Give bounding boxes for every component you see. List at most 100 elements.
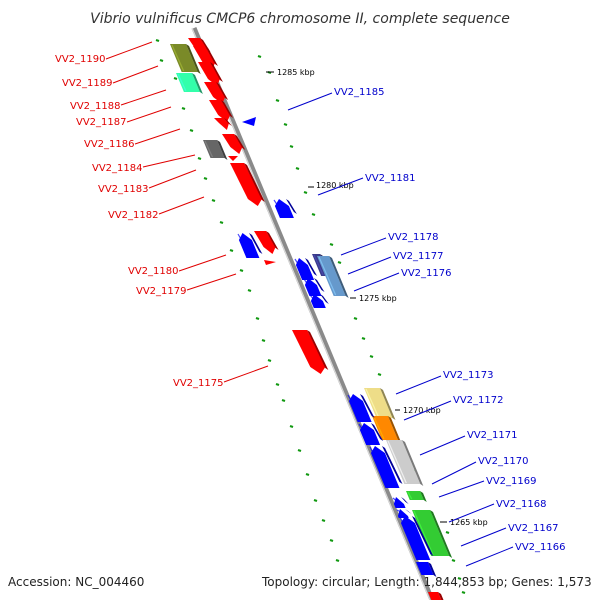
kbp-label: 1275 kbp: [359, 294, 397, 303]
right-gene-labels: VV2_1185 VV2_1181 VV2_1178 VV2_1177 VV2_…: [287, 87, 566, 567]
gc-tick: [261, 338, 266, 343]
gene-khaki[interactable]: [364, 388, 396, 420]
gene-olive[interactable]: [170, 44, 201, 74]
gene-red[interactable]: [204, 82, 229, 104]
gene-label[interactable]: VV2_1184: [92, 163, 143, 174]
gene-blue[interactable]: [237, 233, 263, 258]
gc-tick: [445, 530, 450, 535]
gc-tick: [283, 122, 288, 127]
gc-tick: [329, 538, 334, 543]
gene-blue[interactable]: [273, 199, 297, 218]
gene-red[interactable]: [230, 163, 265, 206]
gene-label[interactable]: VV2_1181: [365, 173, 416, 184]
gene-label[interactable]: VV2_1178: [388, 232, 439, 243]
gene-blue[interactable]: [358, 423, 384, 445]
gene-red[interactable]: [198, 62, 223, 86]
gene-green[interactable]: [412, 510, 453, 558]
gene-green[interactable]: [406, 491, 427, 502]
gc-tick: [289, 424, 294, 429]
gc-tick: [239, 268, 244, 273]
gene-aqua[interactable]: [176, 73, 203, 94]
gene-blue[interactable]: [294, 258, 318, 280]
gene-blue[interactable]: [399, 516, 434, 560]
gene-label[interactable]: VV2_1167: [508, 523, 559, 534]
gene-label[interactable]: VV2_1176: [401, 268, 452, 279]
gc-tick: [461, 590, 466, 595]
gc-tick: [303, 190, 308, 195]
gene-blue[interactable]: [369, 446, 403, 488]
gc-tick: [229, 248, 234, 253]
gene-label[interactable]: VV2_1175: [173, 378, 224, 389]
gene-label[interactable]: VV2_1168: [496, 499, 547, 510]
gene-label[interactable]: VV2_1172: [453, 395, 504, 406]
gene-blue[interactable]: [303, 278, 325, 296]
gene-label[interactable]: VV2_1188: [70, 101, 121, 112]
gc-tick: [311, 212, 316, 217]
gene-label[interactable]: VV2_1182: [108, 210, 159, 221]
gc-tick: [321, 518, 326, 523]
kbp-label: 1280 kbp: [316, 181, 354, 190]
gene-label[interactable]: VV2_1166: [515, 542, 566, 553]
gene-blue[interactable]: [392, 497, 409, 508]
gc-tick: [181, 106, 186, 111]
gene-orange[interactable]: [372, 416, 401, 442]
kbp-label: 1270 kbp: [403, 406, 441, 415]
gene-label[interactable]: VV2_1177: [393, 251, 444, 262]
gc-tick: [369, 354, 374, 359]
gene-label[interactable]: VV2_1185: [334, 87, 385, 98]
gene-red[interactable]: [214, 118, 232, 130]
gene-red-small[interactable]: [264, 260, 276, 265]
gc-tick: [305, 472, 310, 477]
gene-label[interactable]: VV2_1169: [486, 476, 537, 487]
gene-silver[interactable]: [386, 440, 424, 486]
gene-label[interactable]: VV2_1170: [478, 456, 529, 467]
gene-label[interactable]: VV2_1173: [443, 370, 494, 381]
gc-tick: [219, 220, 224, 225]
accession-text: Accession: NC_004460: [8, 575, 144, 589]
gc-tick: [313, 498, 318, 503]
kbp-label: 1265 kbp: [450, 518, 488, 527]
gene-gray[interactable]: [203, 140, 228, 160]
backbone-highlight: [191, 27, 431, 600]
gc-tick: [189, 128, 194, 133]
gene-blue[interactable]: [347, 394, 375, 422]
gene-steelblue[interactable]: [317, 256, 349, 298]
kbp-markers: 1285 kbp 1280 kbp 1275 kbp 1270 kbp 1265…: [266, 68, 488, 527]
gene-label[interactable]: VV2_1186: [84, 139, 135, 150]
gene-red-small[interactable]: [228, 156, 238, 161]
gc-tick: [377, 372, 382, 377]
gene-red[interactable]: [209, 100, 234, 122]
gc-tick: [451, 558, 456, 563]
gene-red[interactable]: [292, 330, 329, 374]
gene-features: [170, 38, 453, 600]
gc-tick: [247, 288, 252, 293]
gc-tick: [353, 316, 358, 321]
gc-tick: [335, 558, 340, 563]
gc-tick: [361, 336, 366, 341]
gene-red[interactable]: [222, 134, 246, 154]
gene-label[interactable]: VV2_1189: [62, 78, 113, 89]
gc-tick: [255, 316, 260, 321]
gene-label[interactable]: VV2_1179: [136, 286, 187, 297]
gene-label[interactable]: VV2_1171: [467, 430, 518, 441]
gene-label[interactable]: VV2_1180: [128, 266, 179, 277]
gc-tick: [159, 58, 164, 63]
gene-label[interactable]: VV2_1187: [76, 117, 127, 128]
gene-blue-small[interactable]: [242, 117, 256, 126]
gene-label[interactable]: VV2_1190: [55, 54, 106, 65]
gc-tick: [211, 198, 216, 203]
gene-label[interactable]: VV2_1183: [98, 184, 149, 195]
gene-blue[interactable]: [396, 509, 412, 518]
gc-tick: [295, 166, 300, 171]
gene-blue[interactable]: [309, 294, 329, 308]
gene-red[interactable]: [254, 231, 279, 254]
gc-tick: [267, 358, 272, 363]
gene-red[interactable]: [428, 592, 444, 600]
map-title: Vibrio vulnificus CMCP6 chromosome II, c…: [90, 11, 510, 27]
topology-text: Topology: circular; Length: 1,844,853 bp…: [261, 575, 592, 589]
chromosome-backbone: [191, 27, 435, 600]
kbp-label: 1285 kbp: [277, 68, 315, 77]
gene-blue[interactable]: [416, 562, 437, 577]
